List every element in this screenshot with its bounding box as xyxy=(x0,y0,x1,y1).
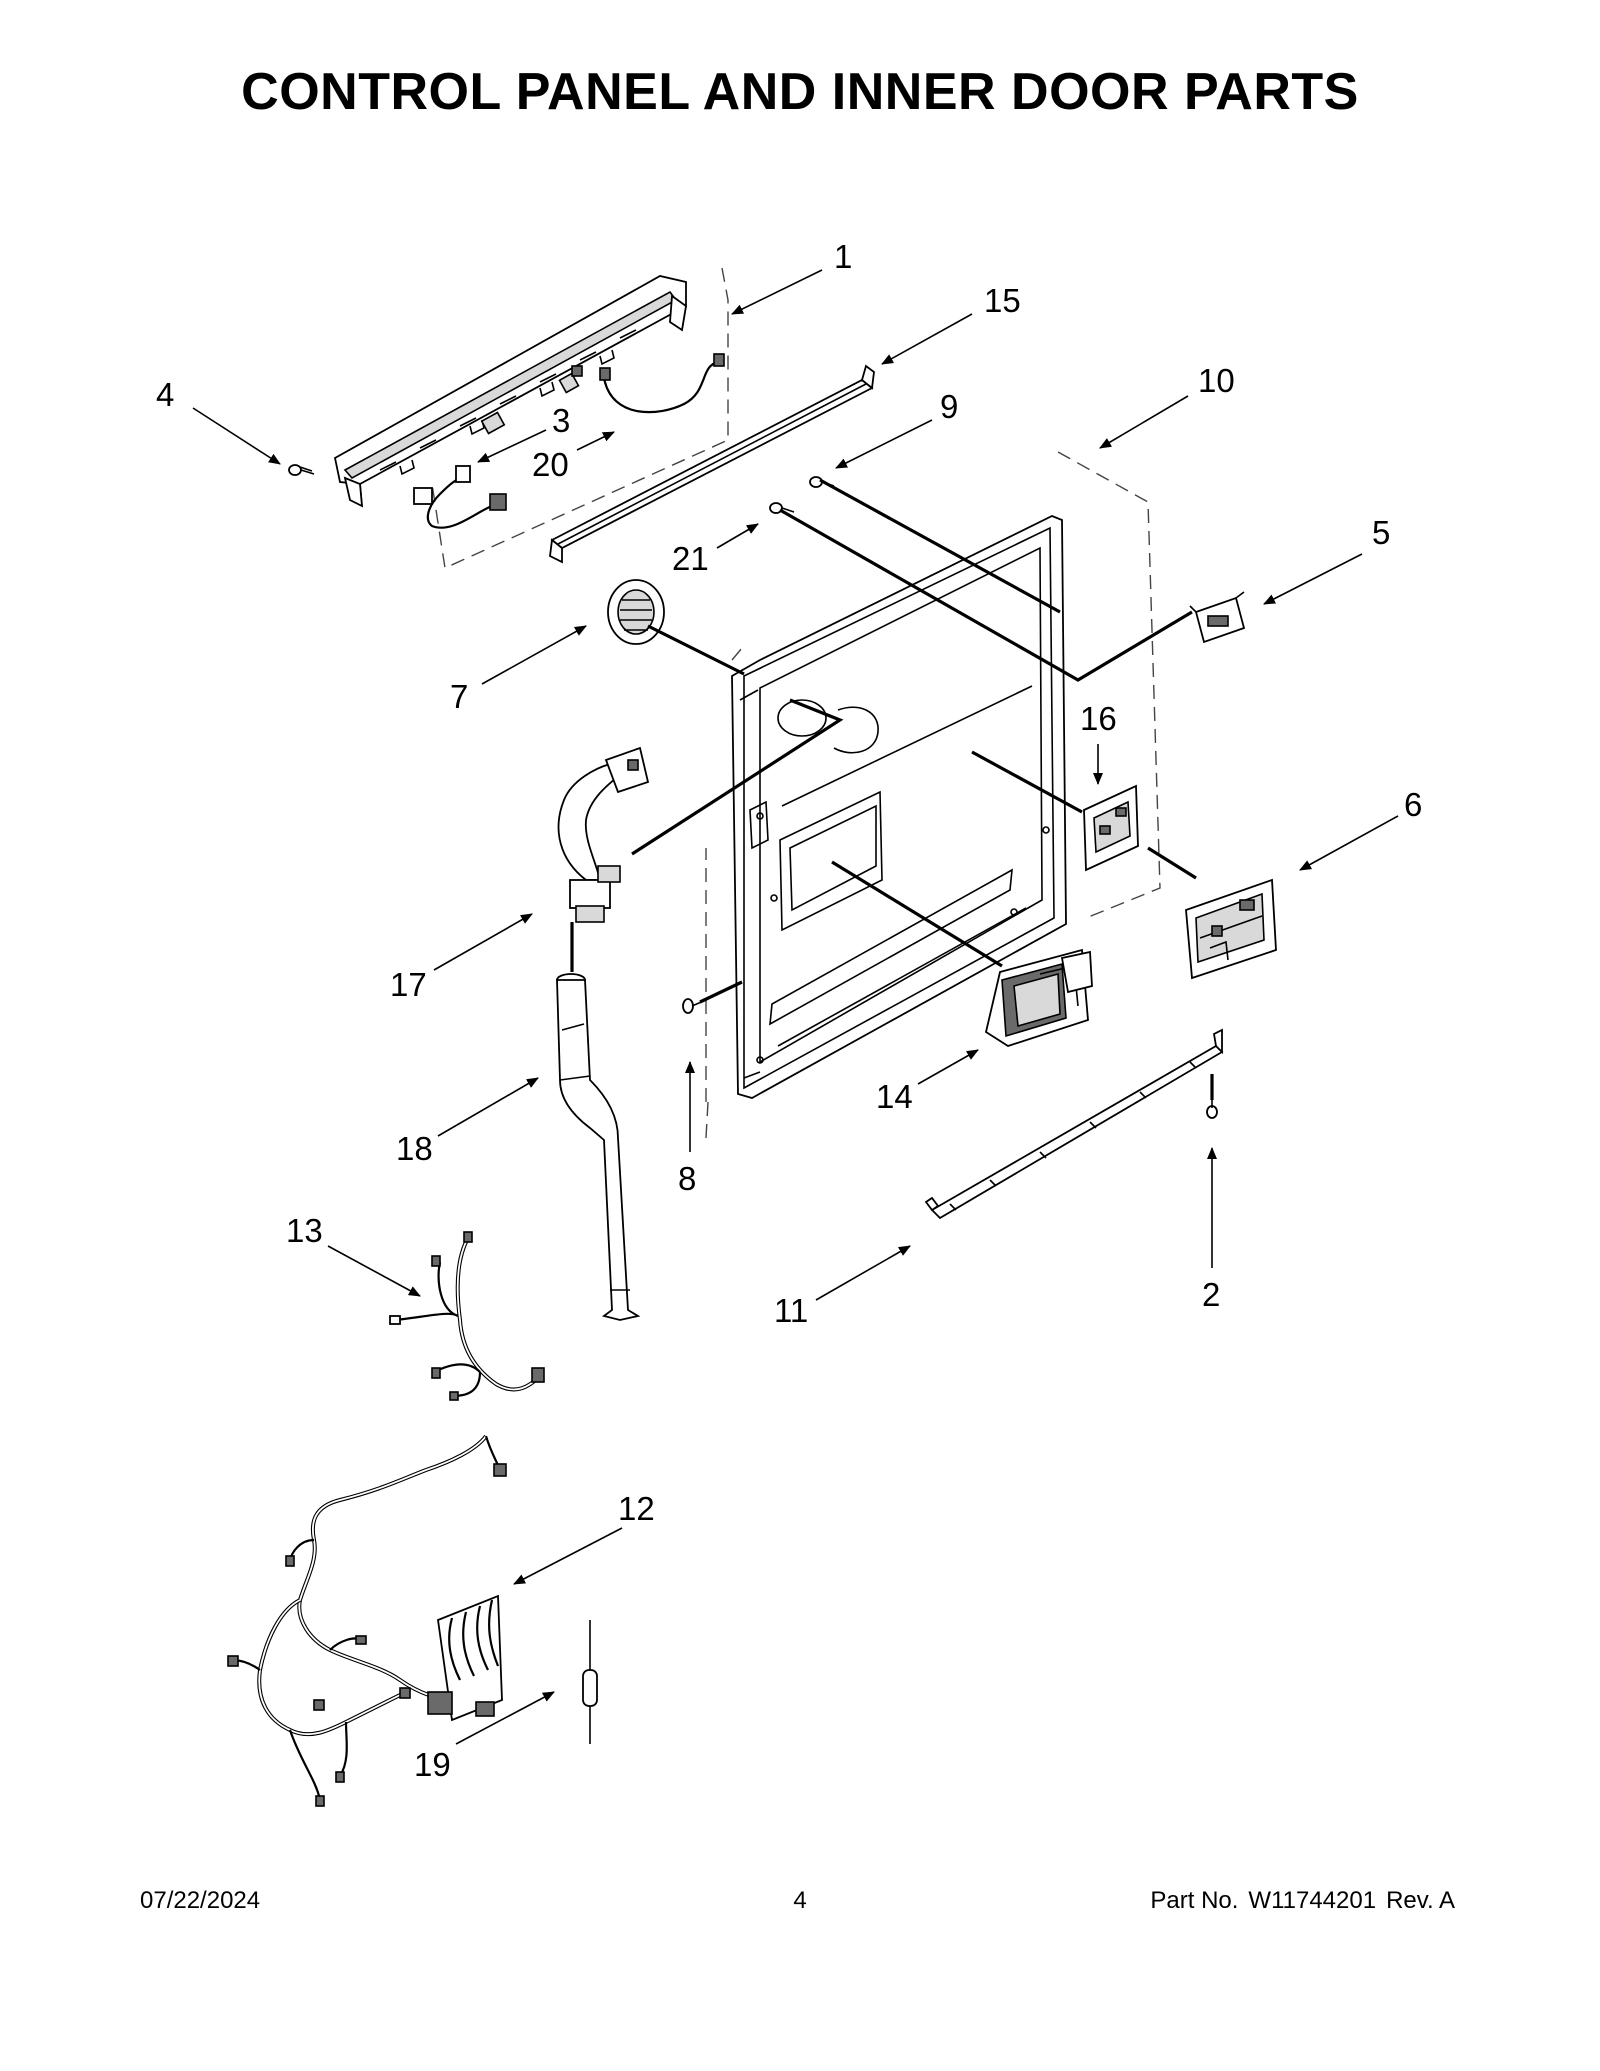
door-trim-strip-15 xyxy=(549,364,875,564)
footer-date: 07/22/2024 xyxy=(140,1887,261,1914)
footer-page-number: 4 xyxy=(793,1887,807,1914)
arrow-4 xyxy=(192,407,281,465)
callout-11: 11 xyxy=(774,1292,808,1329)
callout-21: 21 xyxy=(672,540,709,577)
callout-4: 4 xyxy=(156,376,174,413)
arrow-21 xyxy=(716,523,759,549)
callout-7: 7 xyxy=(450,678,468,715)
callout-17: 17 xyxy=(390,966,427,1003)
detergent-dispenser-14 xyxy=(984,948,1093,1047)
callout-9: 9 xyxy=(940,388,958,425)
door-bottom-trim-11 xyxy=(924,1028,1224,1220)
callout-16: 16 xyxy=(1080,700,1117,737)
callout-8: 8 xyxy=(678,1160,696,1197)
door-latch-6 xyxy=(1185,878,1277,980)
callout-arrows xyxy=(192,269,1399,1745)
arrow-6 xyxy=(1299,815,1399,871)
footer-part-number: W11744201 xyxy=(1248,1887,1377,1914)
callout-labels: 1 15 4 3 20 10 9 21 5 7 16 6 17 14 8 18 … xyxy=(156,238,1422,1783)
screw-21 xyxy=(769,502,795,514)
arrow-19 xyxy=(455,1691,555,1745)
arrow-11 xyxy=(815,1245,911,1301)
control-wire-harness-20 xyxy=(599,353,725,414)
arrow-15 xyxy=(881,313,973,365)
callout-10: 10 xyxy=(1198,362,1235,399)
screw-2 xyxy=(1206,1100,1218,1119)
callout-2: 2 xyxy=(1202,1276,1220,1313)
screw-4 xyxy=(288,464,315,476)
door-switch-5 xyxy=(1189,591,1246,644)
arrow-14 xyxy=(917,1049,979,1085)
leader-lines xyxy=(570,478,1214,1100)
control-panel-console xyxy=(333,275,687,508)
arrow-18 xyxy=(437,1077,539,1137)
callout-13: 13 xyxy=(286,1212,323,1249)
footer-part-label: Part No. xyxy=(1150,1887,1239,1914)
inner-door-dashed-frame xyxy=(705,451,1161,1139)
arrow-5 xyxy=(1263,553,1363,605)
arrow-10 xyxy=(1099,395,1189,449)
main-wire-harness-12 xyxy=(227,1434,507,1807)
wire-harness-13 xyxy=(389,1231,545,1401)
arrow-13 xyxy=(327,1245,421,1297)
thermal-fuse-19 xyxy=(582,1620,598,1744)
page-title: CONTROL PANEL AND INNER DOOR PARTS xyxy=(241,63,1359,121)
callout-3: 3 xyxy=(552,402,570,439)
callout-12: 12 xyxy=(618,1490,655,1527)
callout-6: 6 xyxy=(1404,786,1422,823)
vent-duct-17 xyxy=(557,746,650,923)
vent-duct-18 xyxy=(556,973,641,1321)
callout-14: 14 xyxy=(876,1078,913,1115)
arrow-7 xyxy=(481,625,587,685)
arrow-20 xyxy=(576,431,615,451)
callout-19: 19 xyxy=(414,1746,451,1783)
callout-20: 20 xyxy=(532,446,569,483)
arrow-17 xyxy=(433,913,533,971)
callout-15: 15 xyxy=(984,282,1021,319)
callout-5: 5 xyxy=(1372,514,1390,551)
callout-1: 1 xyxy=(834,238,852,275)
footer-part-info: Part No. W11744201 Rev. A xyxy=(1140,1887,1455,1915)
arrow-3 xyxy=(477,429,547,463)
control-panel-dashed-frame xyxy=(431,267,729,570)
arrow-12 xyxy=(513,1527,623,1585)
footer-revision: Rev. A xyxy=(1386,1887,1455,1914)
callout-18: 18 xyxy=(396,1130,433,1167)
control-wire-harness-3 xyxy=(413,465,507,529)
hinge-bracket-16 xyxy=(1083,784,1139,872)
arrow-1 xyxy=(731,269,823,315)
arrow-9 xyxy=(835,419,933,469)
vent-7 xyxy=(607,579,665,645)
